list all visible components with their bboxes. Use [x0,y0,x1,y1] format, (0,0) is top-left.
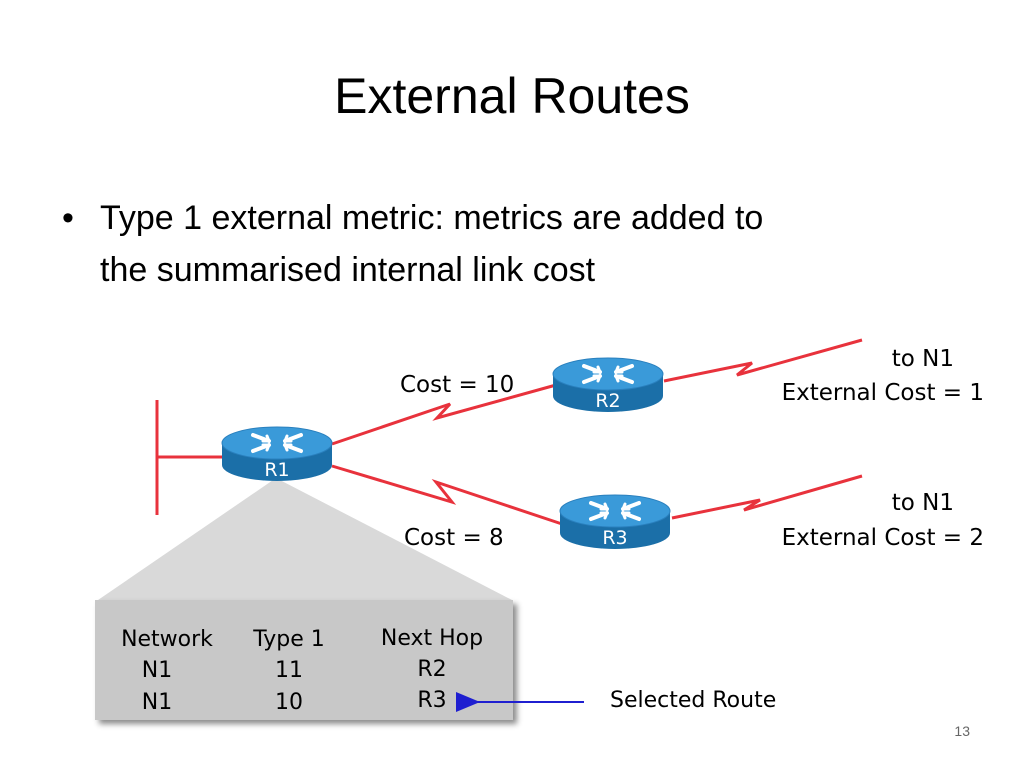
bullet-text: Type 1 external metric: metrics are adde… [100,192,960,296]
link-r2-external [663,338,863,383]
selected-route-label: Selected Route [610,688,776,713]
link-r1-r2 [331,383,557,446]
table-callout [98,478,512,600]
router-r3-label: R3 [602,527,627,549]
external-dest-r2: to N1 [892,346,954,372]
router-icon [221,426,333,481]
table-header-type1: Type 1 [252,627,325,652]
routing-table-box [95,600,513,720]
link-r1-r3 [331,464,563,526]
table-cell-network: N1 [142,690,172,715]
router-r2[interactable]: R2 [552,357,664,412]
external-cost-r2: External Cost = 1 [782,380,984,406]
external-dest-r3: to N1 [892,490,954,516]
table-cell-cost: 11 [275,658,303,683]
cost-label-r1-r2: Cost = 10 [400,372,514,398]
bullet-icon: • [62,199,74,237]
external-cost-r3: External Cost = 2 [782,525,984,551]
link-r3-external [671,474,863,520]
router-r3[interactable]: R3 [559,494,671,549]
table-cell-cost: 10 [275,690,303,715]
cost-label-r1-r3: Cost = 8 [404,525,504,551]
table-cell-nexthop: R2 [417,657,446,682]
router-r1-label: R1 [264,459,289,481]
table-cell-network: N1 [142,658,172,683]
table-cell-nexthop: R3 [417,688,446,713]
router-icon [552,357,664,412]
bullet-line-2: the summarised internal link cost [100,251,596,289]
bullet-line-1: Type 1 external metric: metrics are adde… [100,199,764,237]
page-number: 13 [954,723,970,739]
table-header-network: Network [121,627,213,652]
router-icon [559,494,671,549]
router-r2-label: R2 [595,390,620,412]
slide-title: External Routes [334,68,690,124]
router-r1[interactable]: R1 [221,426,333,481]
table-header-nexthop: Next Hop [381,626,483,651]
